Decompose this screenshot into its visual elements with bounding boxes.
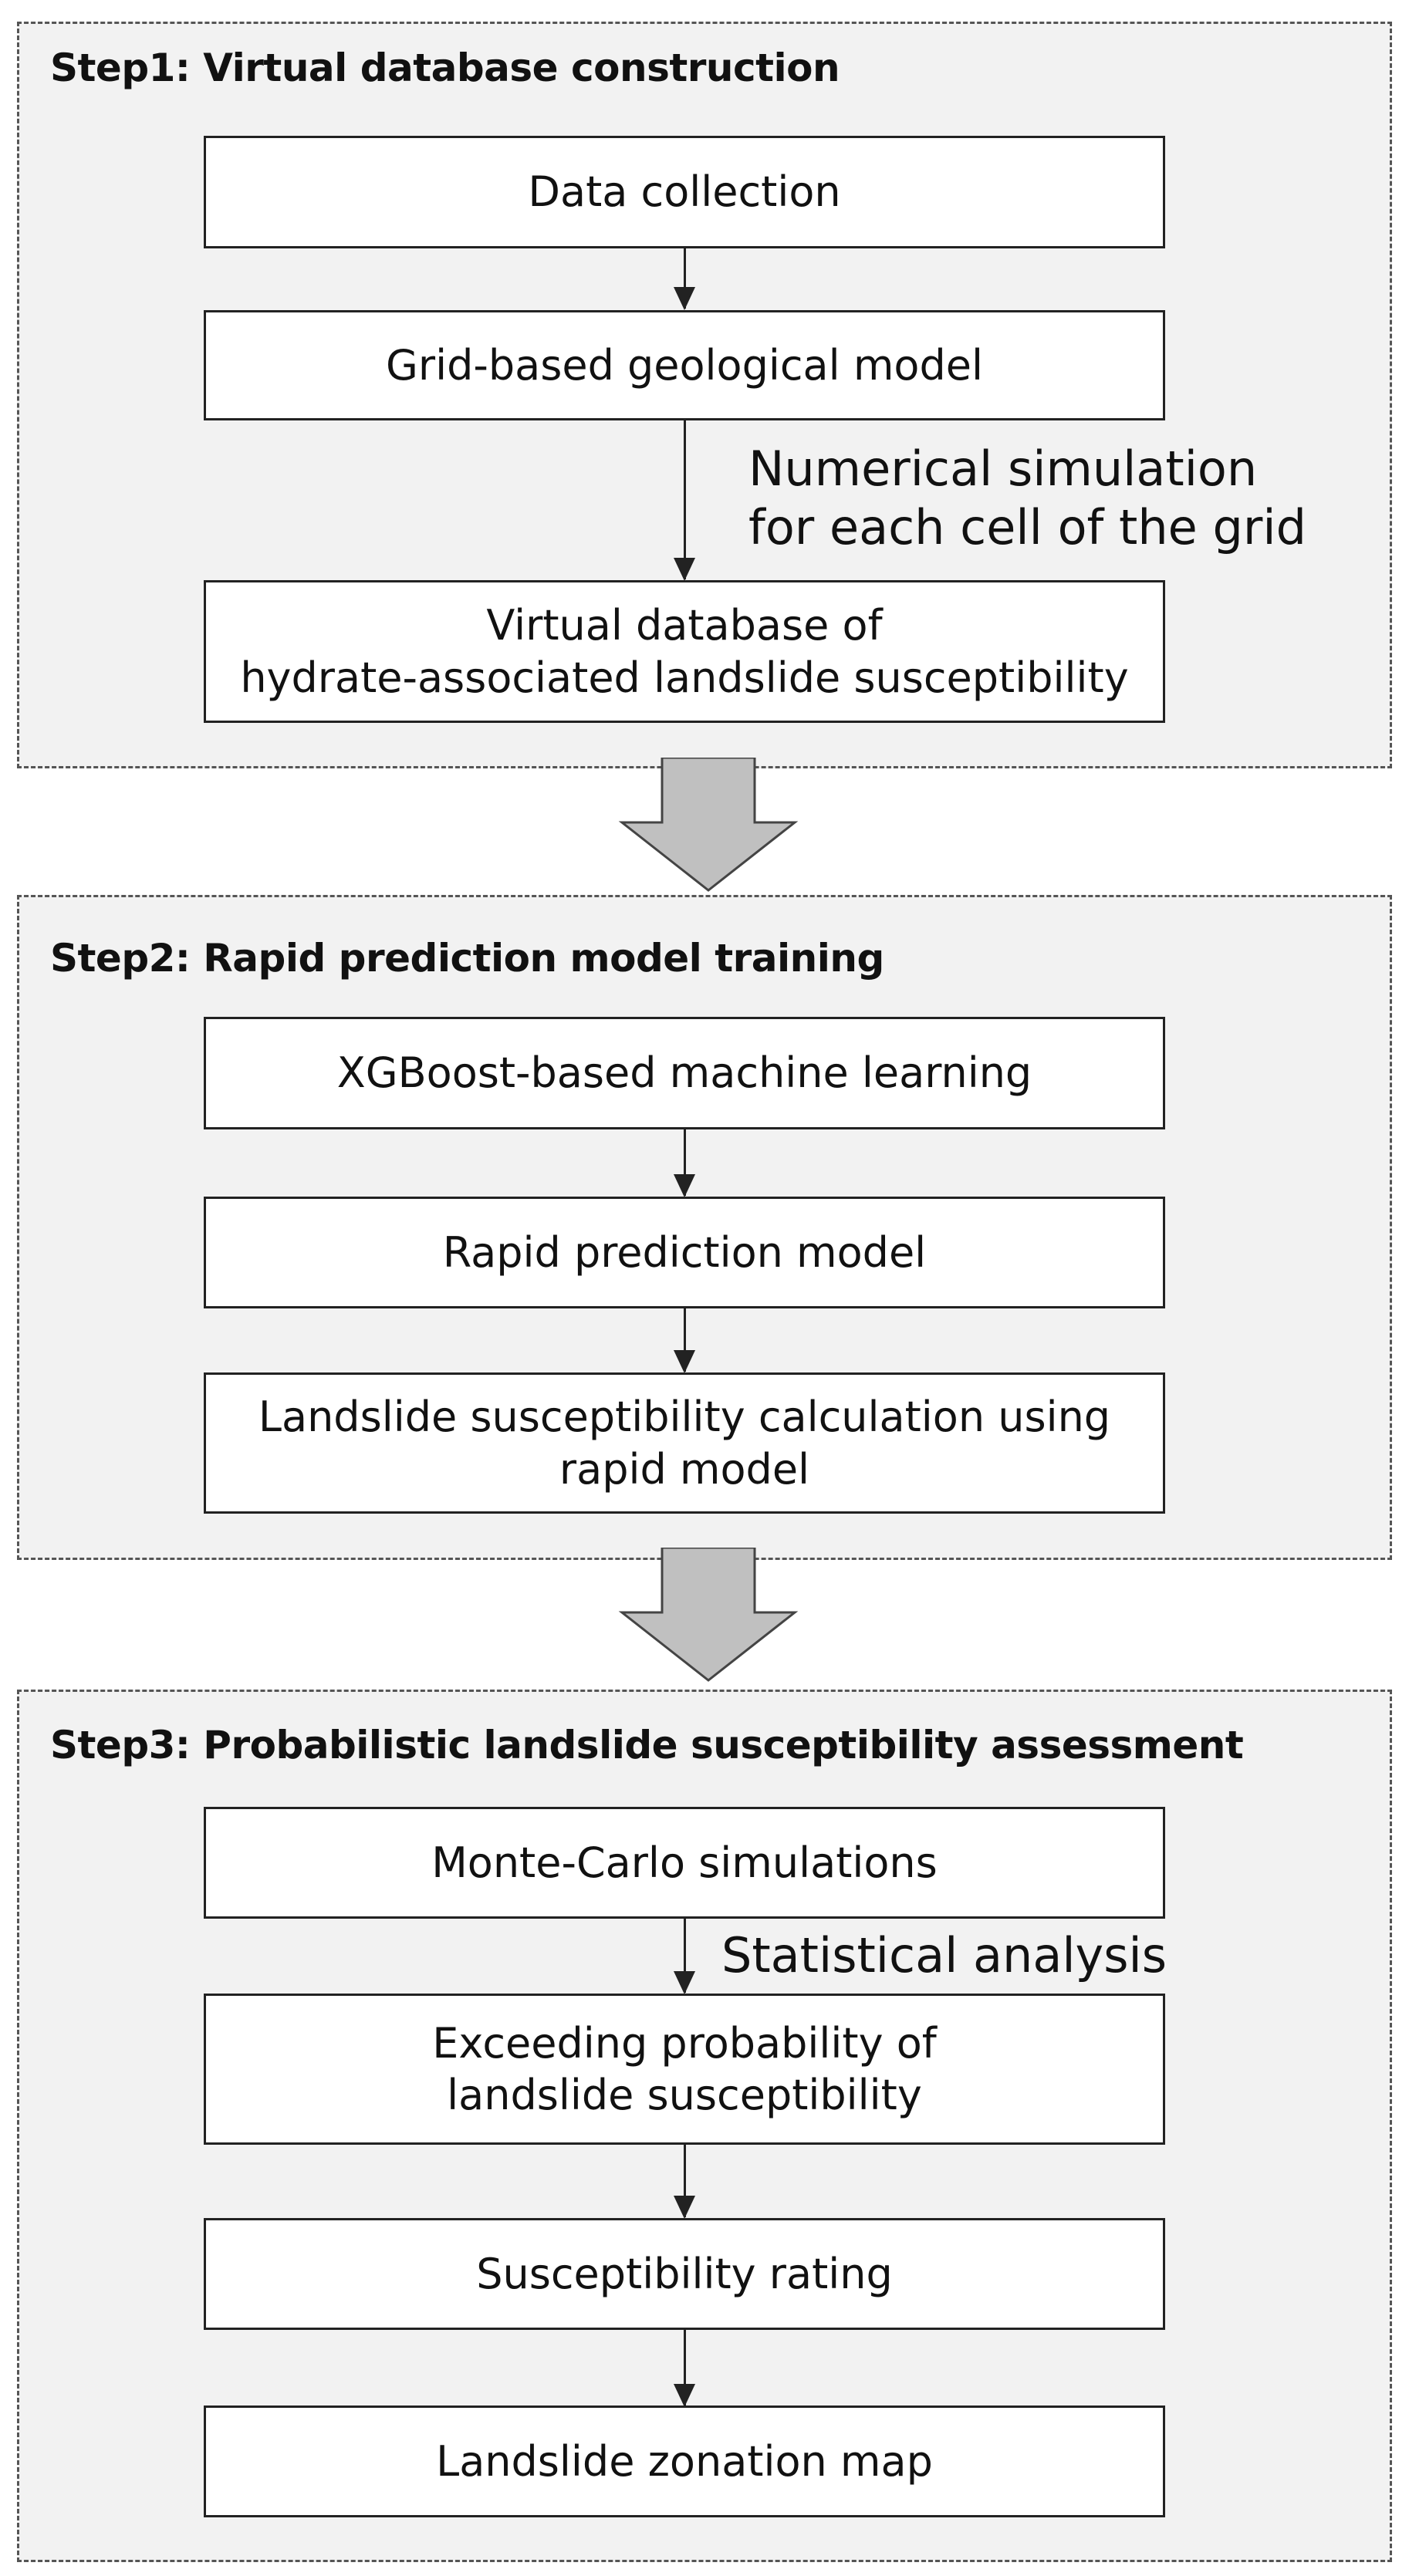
step1-box-virtual-database: Virtual database of hydrate-associated l… [204,580,1165,723]
step2-box-rapid-model: Rapid prediction model [204,1197,1165,1308]
step1-box-data-collection: Data collection [204,136,1165,248]
step3-arrow-3 [674,2330,695,2407]
box-label: Virtual database of hydrate-associated l… [240,601,1129,702]
big-down-arrow-1 [618,758,799,892]
step1-arrow-1 [674,248,695,310]
big-down-arrow-2 [618,1548,799,1682]
step3-box-monte-carlo: Monte-Carlo simulations [204,1807,1165,1919]
step3-box-zonation-map: Landslide zonation map [204,2406,1165,2517]
step2-arrow-1 [674,1129,695,1197]
step3-arrow-2 [674,2145,695,2219]
box-label: Grid-based geological model [386,340,983,390]
box-label: Landslide zonation map [436,2436,933,2486]
step2-box-susceptibility-calc: Landslide susceptibility calculation usi… [204,1372,1165,1514]
box-label: XGBoost-based machine learning [336,1048,1032,1098]
step2-title: Step2: Rapid prediction model training [50,936,884,981]
step3-box-susceptibility-rating: Susceptibility rating [204,2218,1165,2330]
step3-box-exceeding-probability: Exceeding probability of landslide susce… [204,1994,1165,2145]
box-label: Susceptibility rating [476,2249,893,2298]
step1-arrow-2 [674,420,695,581]
box-label: Monte-Carlo simulations [431,1838,938,1887]
box-label: Data collection [528,167,841,217]
step3-arrow-1 [674,1919,695,1994]
step3-edge-label: Statistical analysis [721,1927,1167,1983]
step3-title: Step3: Probabilistic landslide susceptib… [50,1723,1244,1767]
box-label: Landslide susceptibility calculation usi… [258,1393,1111,1494]
step1-box-geological-model: Grid-based geological model [204,310,1165,420]
box-label: Rapid prediction model [442,1227,927,1277]
step2-arrow-2 [674,1308,695,1373]
step2-box-xgboost: XGBoost-based machine learning [204,1017,1165,1129]
box-label: Exceeding probability of landslide susce… [432,2018,937,2120]
step1-title: Step1: Virtual database construction [50,46,840,90]
step1-edge-label: Numerical simulation for each cell of th… [748,441,1306,555]
